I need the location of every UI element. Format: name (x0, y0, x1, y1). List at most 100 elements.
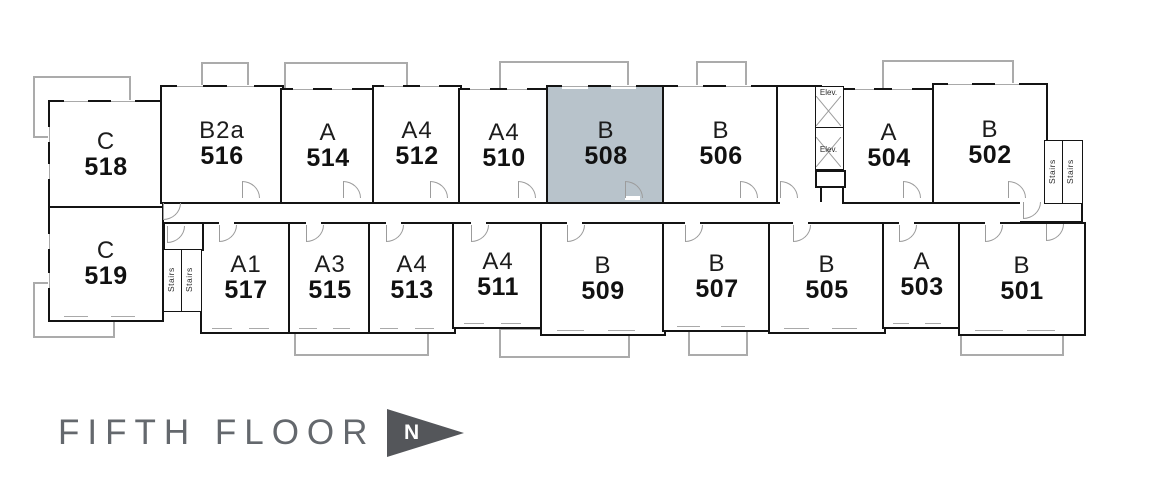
unit-type-label: A (913, 248, 931, 276)
window-line (610, 86, 637, 87)
window-line (947, 84, 973, 85)
door-opening (1008, 196, 1024, 200)
unit-type-label: A (880, 118, 898, 146)
window-line (110, 101, 136, 102)
unit-number-label: 513 (390, 275, 434, 304)
unit-type-label: A (319, 118, 337, 146)
unit-number-label: 518 (84, 152, 128, 181)
unit-number-label: 503 (900, 273, 944, 302)
window-line (332, 327, 351, 329)
compass-letter: N (404, 421, 420, 444)
window-line (783, 327, 810, 329)
unit-number-label: 506 (699, 142, 743, 171)
unit-type-label: A3 (314, 250, 346, 278)
window-line (63, 315, 89, 317)
door-opening (898, 221, 914, 226)
service-closet (815, 170, 846, 188)
door-opening (739, 196, 755, 200)
elevator-label: Elev. (819, 145, 838, 154)
unit-type-label: B (981, 116, 999, 144)
unit-number-label: 504 (867, 143, 911, 172)
unit-type-label: A1 (230, 250, 262, 278)
stair-cell (181, 249, 202, 312)
unit-number-label: 519 (84, 261, 128, 290)
window-line (331, 89, 352, 90)
stairs-label: Stairs (184, 267, 194, 293)
elevator-x-icon (816, 137, 841, 167)
door-opening (685, 221, 701, 226)
unit-number-label: 512 (395, 142, 439, 171)
door-opening (305, 221, 321, 226)
unit-type-label: C (96, 236, 116, 264)
unit-type-label: A4 (396, 250, 428, 278)
unit-number-label: 517 (224, 275, 268, 304)
window-line (110, 315, 136, 317)
door-opening (386, 221, 402, 226)
door-opening (624, 196, 640, 200)
unit-number-label: 514 (306, 143, 350, 172)
unit-number-label: 508 (584, 142, 628, 171)
door-opening (985, 221, 1001, 226)
door-opening (342, 196, 358, 200)
unit-number-label: 516 (200, 142, 244, 171)
window-line (227, 86, 254, 87)
window-line (677, 86, 704, 87)
unit-type-label: B (1013, 251, 1031, 279)
window-line (292, 89, 314, 90)
window-line (557, 329, 584, 331)
window-line (854, 89, 875, 90)
window-line (507, 89, 527, 90)
unit-type-label: A4 (488, 118, 520, 146)
door-opening (793, 221, 809, 226)
window-line (249, 327, 269, 329)
window-line (924, 322, 942, 324)
window-line (676, 325, 701, 327)
window-line (49, 234, 50, 249)
unit-type-label: A4 (482, 248, 514, 276)
stairs-label: Stairs (1065, 159, 1075, 185)
elevator-x-icon (816, 96, 841, 126)
window-line (49, 273, 50, 289)
window-line (831, 327, 857, 329)
unit-type-label: B (708, 249, 726, 277)
window-line (501, 322, 521, 324)
unit-type-label: B (594, 251, 612, 279)
window-line (49, 163, 50, 179)
floor-title: FIFTH FLOOR (58, 413, 376, 452)
north-compass-icon: N (387, 409, 464, 457)
window-line (994, 84, 1020, 85)
door-opening (903, 196, 919, 200)
door-swing (163, 203, 181, 220)
window-line (1027, 329, 1055, 331)
stairs-label: Stairs (166, 267, 176, 293)
window-line (721, 325, 745, 327)
window-line (49, 126, 50, 142)
window-line (420, 86, 440, 87)
door-opening (241, 196, 257, 200)
unit-number-label: 507 (695, 274, 739, 303)
window-line (892, 322, 910, 324)
window-line (415, 327, 434, 329)
unit-number-label: 509 (581, 276, 625, 305)
door-opening (471, 221, 487, 226)
window-line (892, 89, 913, 90)
